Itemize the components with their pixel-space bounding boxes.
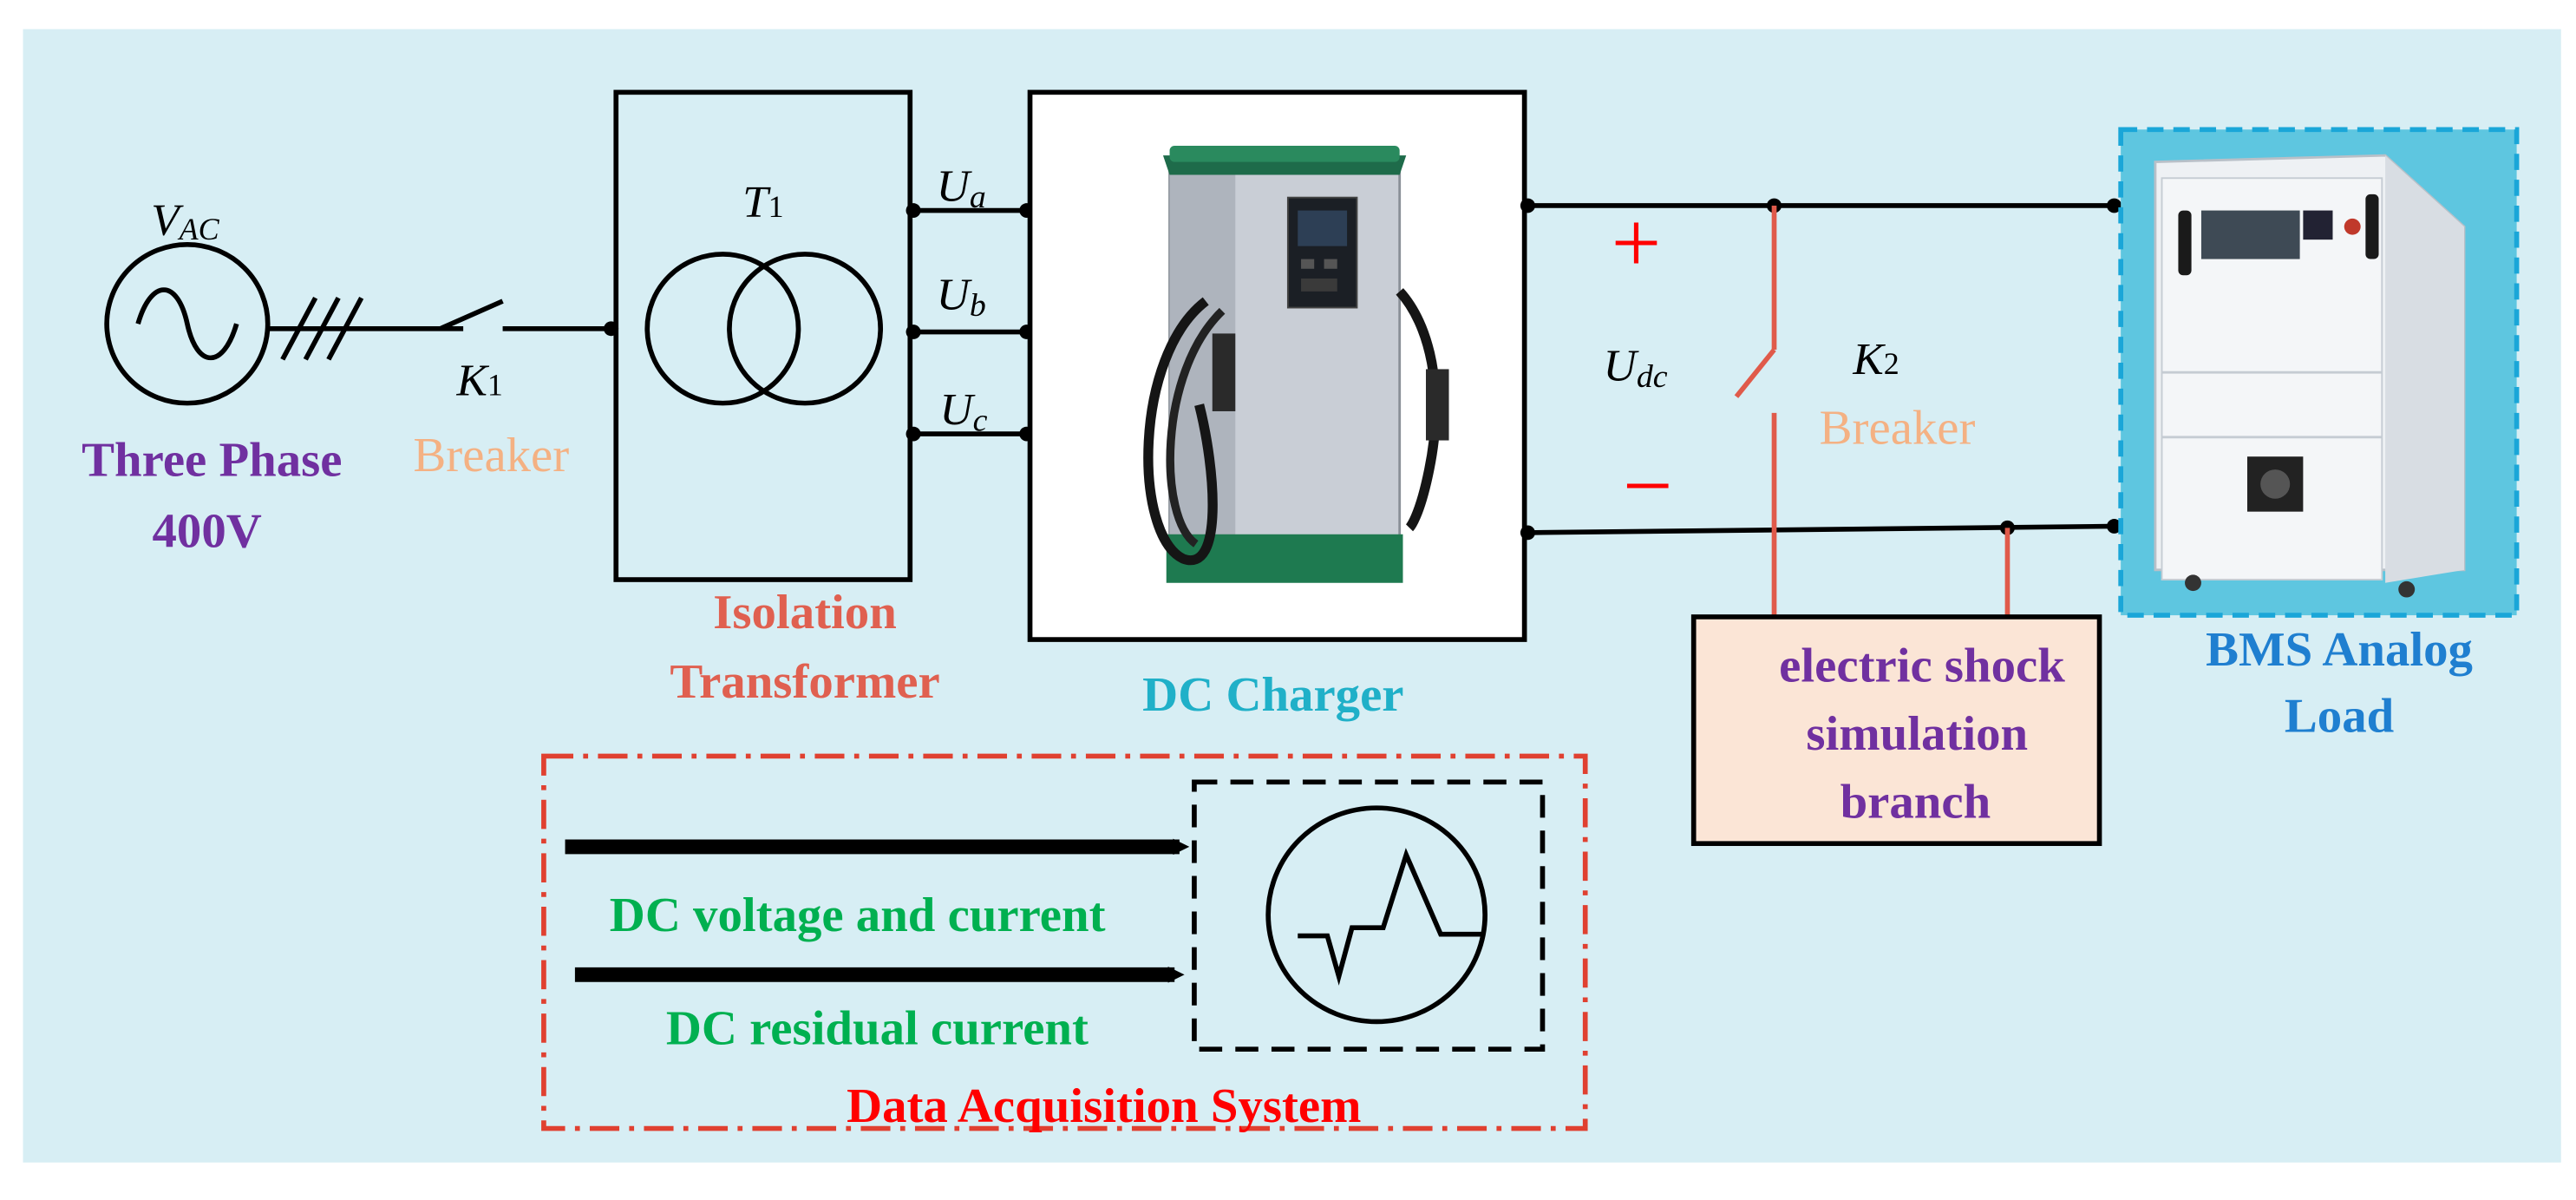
- three-phase-tick-marks: [280, 297, 364, 361]
- junction-dot: [2107, 519, 2122, 534]
- breaker-k2-name: K2: [1852, 334, 1899, 384]
- daq-title: Data Acquisition System: [847, 1080, 1361, 1134]
- transformer-name: T1: [742, 177, 783, 227]
- phase-c-label: Uc: [939, 384, 987, 438]
- source-name-line2: 400V: [153, 505, 263, 559]
- dc-charger-label: DC Charger: [1142, 669, 1403, 723]
- source-symbol: VAC: [151, 195, 220, 246]
- phase-b-label: Ub: [937, 270, 986, 324]
- junction-dot: [1520, 525, 1535, 541]
- dc-plus-sign: +: [1612, 194, 1662, 291]
- daq-signal-1: DC voltage and current: [610, 889, 1106, 942]
- dc-charger-illustration: [1143, 145, 1449, 583]
- phase-a-label: Ua: [937, 161, 986, 215]
- breaker-k1-name: K1: [456, 356, 503, 406]
- junction-dot: [1520, 198, 1535, 213]
- dc-minus-sign: −: [1623, 437, 1673, 534]
- transformer-label-line2: Transformer: [670, 656, 939, 710]
- phase-lines: [906, 203, 1035, 442]
- shock-branch-line3: branch: [1840, 776, 1991, 830]
- ac-source-circle: [104, 241, 271, 406]
- transformer-label-line1: Isolation: [713, 586, 897, 639]
- ac-source: VAC: [104, 195, 271, 406]
- bms-load-label-line1: BMS Analog: [2206, 623, 2473, 677]
- waveform-icon: [1298, 848, 1482, 986]
- dc-voltage-label: Udc: [1604, 341, 1668, 395]
- daq-instrument-box: [1192, 779, 1546, 1052]
- transformer-winding-secondary: [727, 252, 884, 406]
- breaker-k2: [1734, 205, 2010, 619]
- oscilloscope-icon: [1265, 805, 1488, 1025]
- bms-load-illustration: [2118, 127, 2520, 618]
- shock-branch-box: [1690, 614, 2102, 846]
- dc-negative-bus: [1527, 523, 2118, 535]
- breaker-k1-switch: [439, 298, 504, 331]
- breaker-k1-label: Breaker: [413, 429, 569, 482]
- source-name-line1: Three Phase: [82, 434, 342, 488]
- transformer-winding-primary: [644, 252, 801, 406]
- bms-load-label-line2: Load: [2285, 690, 2394, 744]
- shock-branch-line1: electric shock: [1779, 639, 2065, 693]
- junction-dot: [2107, 198, 2122, 213]
- breaker-k2-label: Breaker: [1820, 402, 1976, 456]
- daq-signal-2: DC residual current: [666, 1002, 1089, 1056]
- shock-branch-line2: simulation: [1806, 707, 2028, 761]
- sine-wave-icon: [135, 287, 239, 361]
- daq-frame: [541, 753, 1588, 1131]
